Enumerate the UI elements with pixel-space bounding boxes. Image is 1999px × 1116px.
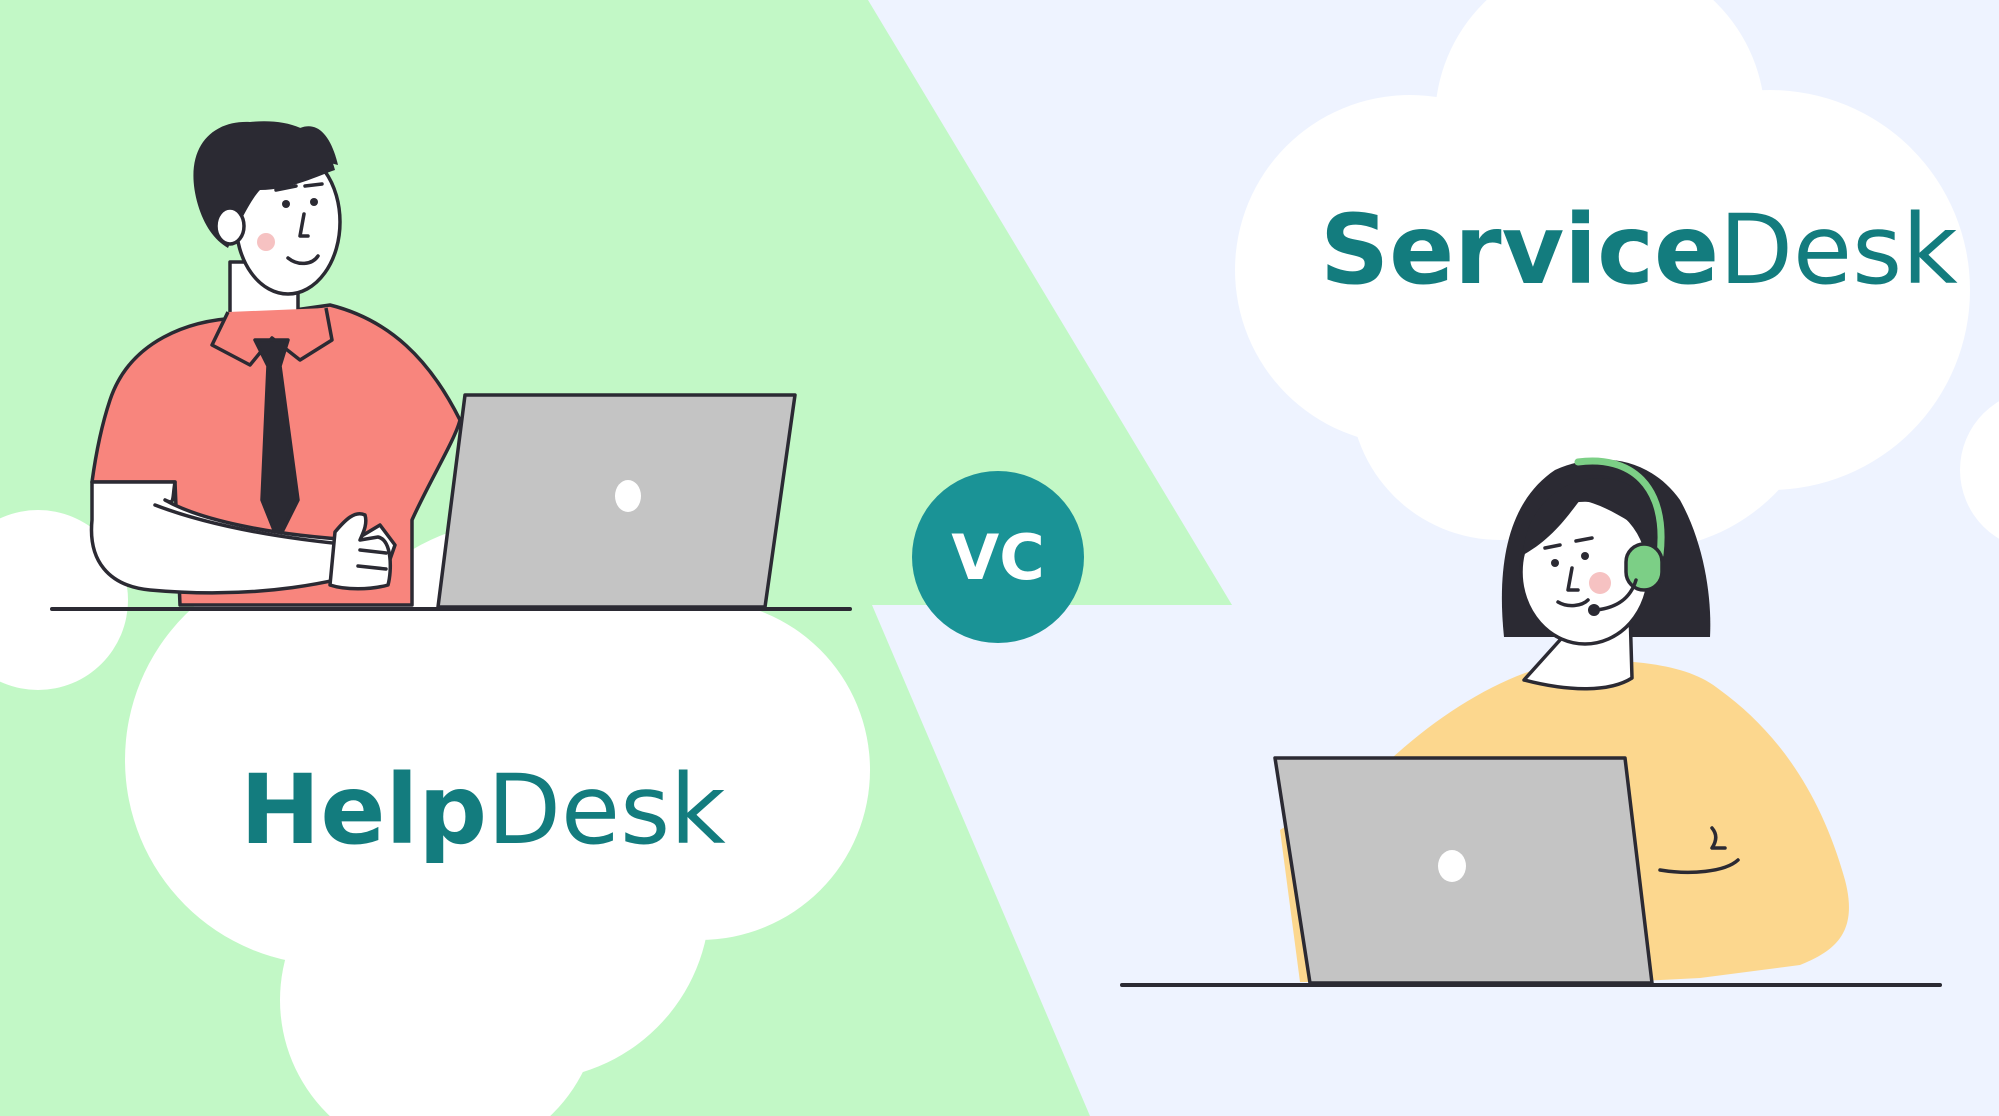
man-illustration — [89, 121, 462, 607]
helpdesk-cloud — [125, 520, 870, 1116]
servicedesk-title-light: Desk — [1719, 194, 1958, 306]
man-eye-right — [310, 198, 318, 206]
helpdesk-title-light: Desk — [487, 754, 726, 866]
woman-eye-left — [1551, 559, 1559, 567]
man-collar — [210, 307, 334, 367]
headset-earpiece — [1624, 542, 1664, 592]
helpdesk-title-strong: Help — [240, 754, 488, 866]
laptop-logo — [1438, 850, 1466, 882]
laptop-logo — [615, 480, 641, 512]
woman-eye-right — [1581, 552, 1589, 560]
man-tie — [253, 338, 300, 542]
woman-laptop — [1273, 756, 1654, 985]
vs-badge-text: VC — [951, 520, 1045, 594]
man-laptop — [436, 393, 797, 609]
servicedesk-title: ServiceDesk — [1320, 202, 1958, 298]
small-cloud-right-edge — [1960, 401, 1999, 539]
woman-smile — [1556, 598, 1590, 608]
man-blush — [257, 233, 275, 251]
vs-badge: VC — [912, 471, 1084, 643]
headset-band — [1574, 457, 1665, 559]
woman-blush — [1589, 572, 1611, 594]
headset-mic — [1594, 578, 1638, 612]
helpdesk-title: HelpDesk — [240, 762, 726, 858]
man-ear — [214, 206, 246, 246]
man-eye-left — [282, 200, 290, 208]
servicedesk-title-strong: Service — [1320, 194, 1720, 306]
man-smile — [286, 254, 320, 266]
